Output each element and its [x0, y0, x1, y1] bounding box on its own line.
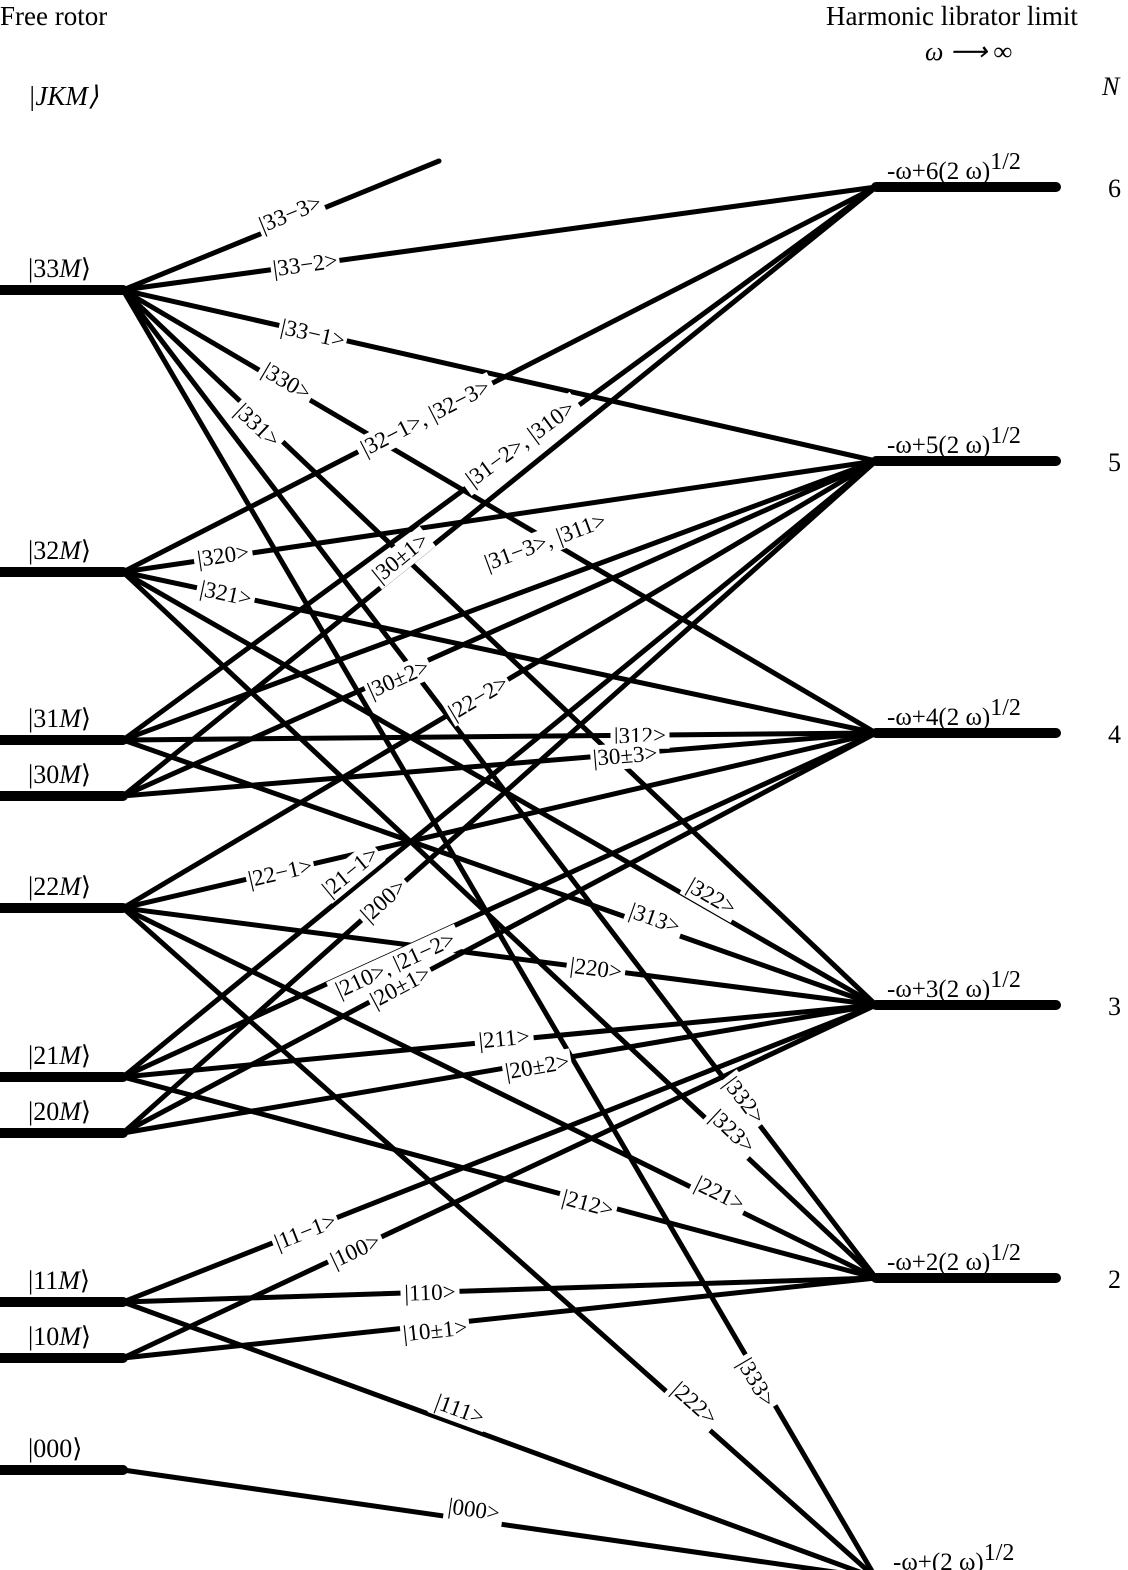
connection-label: |33−1> [276, 313, 350, 355]
librator-energy-label: -ω+3(2 ω)1/2 [887, 967, 1021, 1003]
connection-line [120, 569, 879, 1008]
free-rotor-level-label: |22M⟩ [28, 872, 91, 901]
connection-line [120, 1275, 879, 1361]
connection-line [120, 1002, 879, 1136]
energy-levels: |33M⟩ |32M⟩ |31M⟩ |30M⟩ |22M⟩ |21M⟩ |20M⟩ |11M⟩… [0, 149, 1121, 1570]
connection-label: |222> [663, 1374, 726, 1434]
connection-label: |31−2>, |310> [456, 391, 585, 496]
connection-line [120, 730, 879, 911]
state-label: |330> [258, 357, 316, 405]
free-rotor-level-label: |11M⟩ [28, 1266, 90, 1295]
connection-line [120, 458, 879, 1080]
connection-lines [120, 158, 879, 1570]
librator-energy-label: -ω+6(2 ω)1/2 [887, 149, 1021, 185]
connection-label: |30±3> [589, 740, 661, 772]
connection-label: |33−2> [269, 247, 342, 283]
state-label: |211> [477, 1024, 530, 1054]
connection-line [120, 458, 879, 799]
connection-line [120, 730, 879, 743]
state-label: |320> [195, 539, 250, 571]
librator-energy-label: -ω+(2 ω)1/2 [893, 1540, 1014, 1570]
connection-label: |32−1>, |32−3> [352, 371, 499, 464]
connection-line [120, 905, 879, 1008]
connection-label: |333> [730, 1350, 783, 1415]
free-rotor-level-label: |10M⟩ [28, 1322, 91, 1351]
state-label: |22−2> [444, 670, 513, 725]
connection-label: |33−3> [253, 188, 328, 240]
connection-label: |313> [622, 896, 687, 941]
free-rotor-level-label: |30M⟩ [28, 760, 91, 789]
basis-label: |JKM⟩ [28, 81, 99, 111]
state-label: |33−2> [271, 248, 339, 282]
connection-line [120, 287, 879, 464]
connection-label: |000> [442, 1492, 505, 1528]
connection-label: |321> [194, 575, 258, 613]
connection-label: |331> [226, 395, 288, 456]
state-label: |32−1>, |32−3> [357, 374, 494, 461]
connection-line [120, 184, 879, 799]
connection-label: |212> [555, 1183, 620, 1225]
connection-label: |20±2> [500, 1048, 574, 1086]
connection-line [120, 287, 879, 1008]
connection-line [120, 287, 879, 736]
connection-line [120, 730, 879, 799]
free-rotor-level-label: |32M⟩ [28, 536, 91, 565]
connection-label: |320> [192, 538, 255, 574]
free-rotor-level-label: |000⟩ [28, 1434, 82, 1463]
quantum-number-n: 1 [1108, 1565, 1121, 1570]
connection-label: |330> [254, 355, 319, 409]
n-axis-label: N [1101, 72, 1121, 101]
free-rotor-level-label: |21M⟩ [28, 1041, 91, 1070]
state-label: |33−3> [255, 190, 325, 238]
state-label: |321> [198, 576, 254, 611]
connection-label: |22−1> [243, 852, 317, 894]
free-rotor-level-label: |33M⟩ [28, 254, 91, 283]
quantum-number-n: 5 [1108, 448, 1121, 477]
state-label: |20±2> [503, 1049, 571, 1084]
free-rotor-level-label: |31M⟩ [28, 704, 91, 733]
connection-line [120, 1002, 879, 1305]
omega-limit: ω ⟶ ∞ [925, 37, 1012, 66]
connection-line [120, 905, 879, 1281]
connection-label: |22−2> [442, 669, 515, 727]
connection-line [120, 458, 879, 1136]
state-label: |333> [733, 1353, 781, 1411]
connection-line [120, 1002, 879, 1361]
harmonic-librator-title: Harmonic librator limit [826, 1, 1078, 31]
quantum-number-n: 6 [1108, 174, 1121, 203]
connection-label: |10±1> [399, 1314, 471, 1348]
connection-label: |221> [687, 1169, 752, 1219]
connection-line [120, 905, 871, 1570]
state-label: |221> [691, 1171, 749, 1216]
free-rotor-level-label: |20M⟩ [28, 1097, 91, 1126]
connection-label: |220> [564, 952, 627, 986]
librator-energy-label: -ω+2(2 ω)1/2 [887, 1240, 1021, 1276]
connection-line [120, 184, 879, 575]
connection-label: |110> [400, 1279, 460, 1307]
connection-line [120, 730, 879, 1136]
connection-line [120, 184, 879, 293]
connection-labels: |33−3>|33−2>|33−1>|330>|331>|332>|333>|3… [192, 188, 783, 1528]
connection-label: |30±2> [361, 652, 436, 705]
state-label: |30±3> [592, 740, 659, 770]
quantum-number-n: 3 [1108, 992, 1121, 1021]
connection-label: |211> [473, 1023, 535, 1055]
connection-line [120, 1299, 862, 1570]
state-label: |110> [404, 1279, 456, 1306]
librator-energy-label: -ω+5(2 ω)1/2 [887, 423, 1021, 459]
quantum-number-n: 2 [1108, 1265, 1121, 1294]
librator-energy-label: -ω+4(2 ω)1/2 [887, 695, 1021, 731]
state-label: |100> [326, 1228, 384, 1273]
connection-label: |322> [679, 870, 744, 923]
connection-line [120, 569, 879, 1281]
quantum-number-n: 4 [1108, 720, 1121, 749]
free-rotor-title: Free rotor [0, 1, 107, 31]
state-label: |30±2> [364, 654, 433, 703]
state-label: |000> [446, 1493, 501, 1525]
state-label: |10±1> [402, 1315, 469, 1347]
